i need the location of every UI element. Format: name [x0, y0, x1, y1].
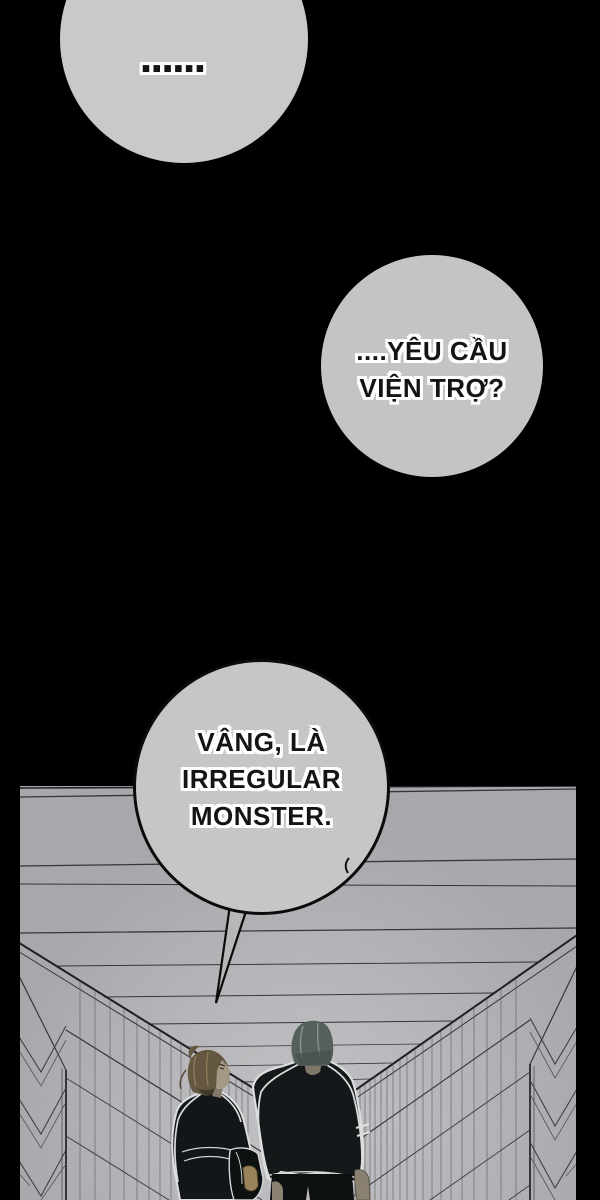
ellipsis-text: ...... — [139, 30, 207, 82]
speech-bubble-answer: VÂNG, LÀ IRREGULAR MONSTER. — [133, 659, 390, 915]
answer-text: VÂNG, LÀ IRREGULAR MONSTER. — [182, 724, 341, 835]
answer-line-2: IRREGULAR — [181, 763, 342, 794]
answer-line-1: VÂNG, LÀ — [197, 726, 326, 757]
answer-line-3: MONSTER. — [190, 800, 333, 831]
request-text: ....YÊU CẦU VIỆN TRỢ? — [356, 333, 507, 407]
request-line-2: VIỆN TRỢ? — [359, 373, 505, 403]
request-line-1: ....YÊU CẦU — [356, 336, 508, 366]
pen-tick-mark — [344, 857, 350, 874]
speech-bubble-request: ....YÊU CẦU VIỆN TRỢ? — [321, 255, 543, 477]
